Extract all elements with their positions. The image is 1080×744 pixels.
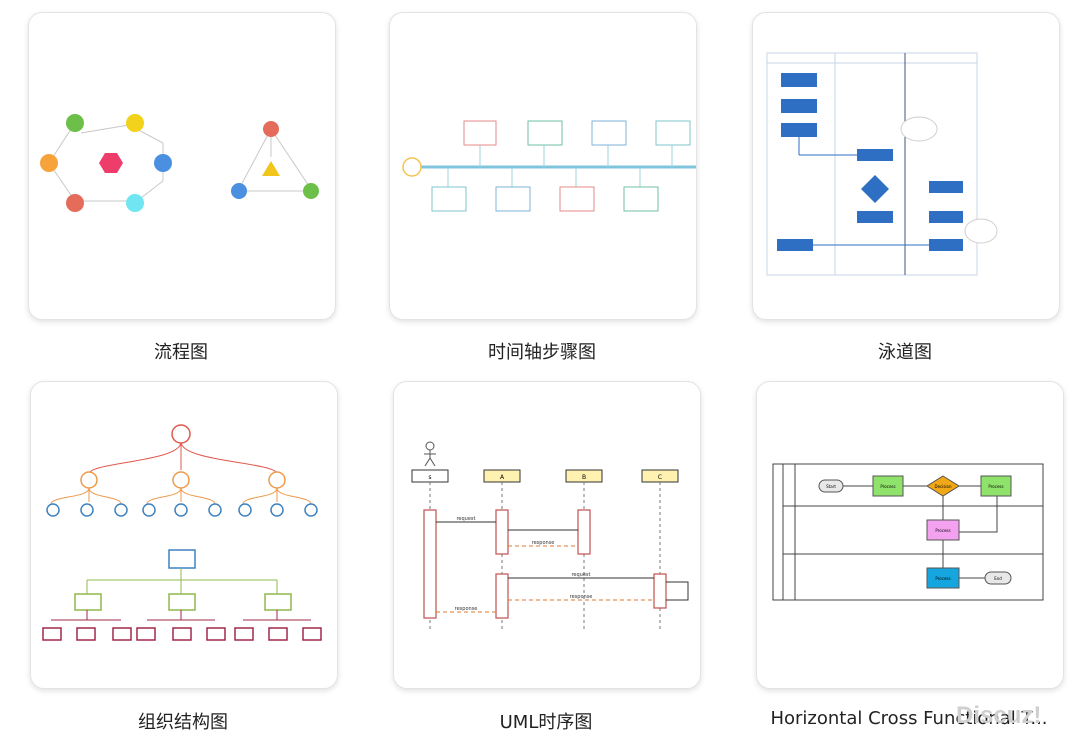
- template-card-uml-sequence[interactable]: s A B C request response request respons…: [393, 381, 701, 689]
- uml-message-2-label: response: [532, 540, 555, 546]
- uml-message-4-label: response: [570, 594, 593, 600]
- caption-flowchart[interactable]: 流程图: [154, 342, 208, 363]
- caption-timeline[interactable]: 时间轴步骤图: [488, 342, 596, 363]
- template-card-flowchart[interactable]: [28, 12, 336, 320]
- cross-node-process-1-label: Process: [880, 484, 895, 489]
- uml-actor-label: s: [428, 474, 431, 481]
- uml-message-1-label: request: [456, 516, 475, 522]
- cross-node-end-label: End: [994, 576, 1002, 581]
- template-card-swimlane[interactable]: [752, 12, 1060, 320]
- uml-lifeline-c-label: C: [658, 474, 662, 481]
- watermark-logo: Discuz!: [956, 702, 1042, 729]
- template-card-timeline[interactable]: [389, 12, 697, 320]
- uml-message-5-label: response: [455, 606, 478, 612]
- cross-node-process-2-label: Process: [988, 484, 1003, 489]
- uml-lifeline-b-label: B: [582, 474, 586, 481]
- uml-lifeline-a-label: A: [500, 474, 505, 481]
- caption-swimlane[interactable]: 泳道图: [878, 342, 932, 363]
- caption-org-chart[interactable]: 组织结构图: [138, 712, 228, 733]
- template-card-cross-functional[interactable]: Start Process Decision Process Process P…: [756, 381, 1064, 689]
- uml-message-3-label: request: [571, 572, 590, 578]
- template-card-org-chart[interactable]: [30, 381, 338, 689]
- swimlane-thumbnail: [766, 52, 998, 276]
- caption-cross-functional[interactable]: Horizontal Cross Functional T...: [770, 708, 1048, 729]
- cross-node-process-4-label: Process: [935, 576, 950, 581]
- cross-node-process-3-label: Process: [935, 528, 950, 533]
- cross-functional-thumbnail: Start Process Decision Process Process P…: [772, 463, 1044, 601]
- flowchart-thumbnail: [40, 114, 319, 212]
- timeline-thumbnail: [402, 120, 696, 212]
- org-chart-thumbnail: [42, 424, 322, 641]
- cross-node-decision-label: Decision: [934, 484, 951, 489]
- uml-sequence-thumbnail: s A B C request response request respons…: [411, 441, 689, 632]
- caption-uml-sequence[interactable]: UML时序图: [499, 712, 593, 733]
- cross-node-start-label: Start: [826, 484, 836, 489]
